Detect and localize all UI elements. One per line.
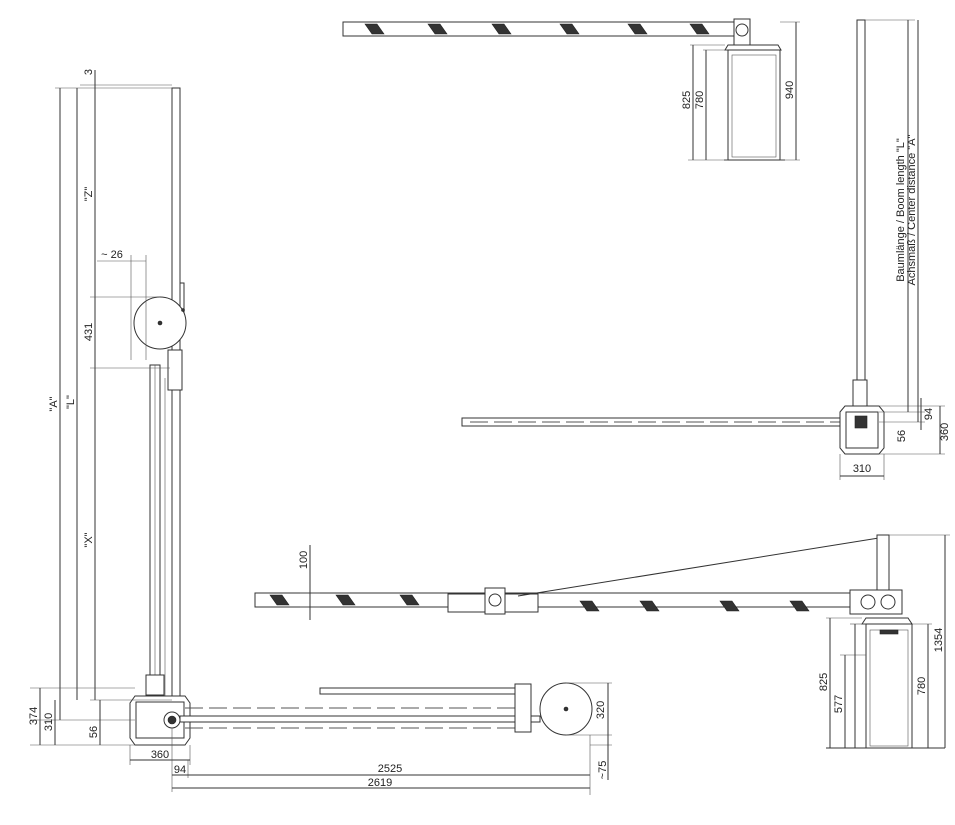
dim-56-right: 56 <box>896 430 908 442</box>
dim-360-bottom: 360 <box>151 749 169 761</box>
dim-577: 577 <box>833 695 845 713</box>
dim-780-bottom-right: 780 <box>916 677 928 695</box>
label-L: "L" <box>65 395 77 409</box>
right-barrier-plan: Baumlänge / Boom length "L" Achsmaß / Ce… <box>461 19 951 480</box>
top-barrier-elevation: 825 780 940 <box>342 18 800 161</box>
dim-780-top: 780 <box>694 91 706 109</box>
dim-825-top: 825 <box>681 91 693 109</box>
dim-320: 320 <box>595 701 607 719</box>
dim-75: ~75 <box>597 761 609 780</box>
dim-2525: 2525 <box>378 763 402 775</box>
dim-94-bottom: 94 <box>174 764 186 776</box>
dim-2619: 2619 <box>368 777 392 789</box>
dim-431: 431 <box>83 323 95 341</box>
left-barrier-plan: 3 "Z" ~ 26 431 "A" "L" "X" 374 310 56 36… <box>28 69 612 795</box>
dim-3: 3 <box>83 69 95 75</box>
dim-940: 940 <box>784 81 796 99</box>
dim-1354: 1354 <box>933 628 945 652</box>
bottom-right-barrier-elevation: 100 825 577 780 1354 <box>254 534 950 749</box>
dim-310-left: 310 <box>43 713 55 731</box>
dim-825-bottom-right: 825 <box>818 673 830 691</box>
label-Z: "Z" <box>83 187 95 202</box>
dim-100: 100 <box>298 551 310 569</box>
dim-94-right: 94 <box>923 408 935 420</box>
dim-310-right: 310 <box>853 463 871 475</box>
label-X: "X" <box>83 532 95 547</box>
dim-360-right: 360 <box>939 423 951 441</box>
label-A: "A" <box>48 396 60 411</box>
center-distance-label: Achsmaß / Center distance "A" <box>906 134 918 285</box>
dim-56-left: 56 <box>88 726 100 738</box>
boom-length-label: Baumlänge / Boom length "L" <box>895 138 907 282</box>
dim-374: 374 <box>28 707 40 725</box>
dim-26: ~ 26 <box>101 249 123 261</box>
